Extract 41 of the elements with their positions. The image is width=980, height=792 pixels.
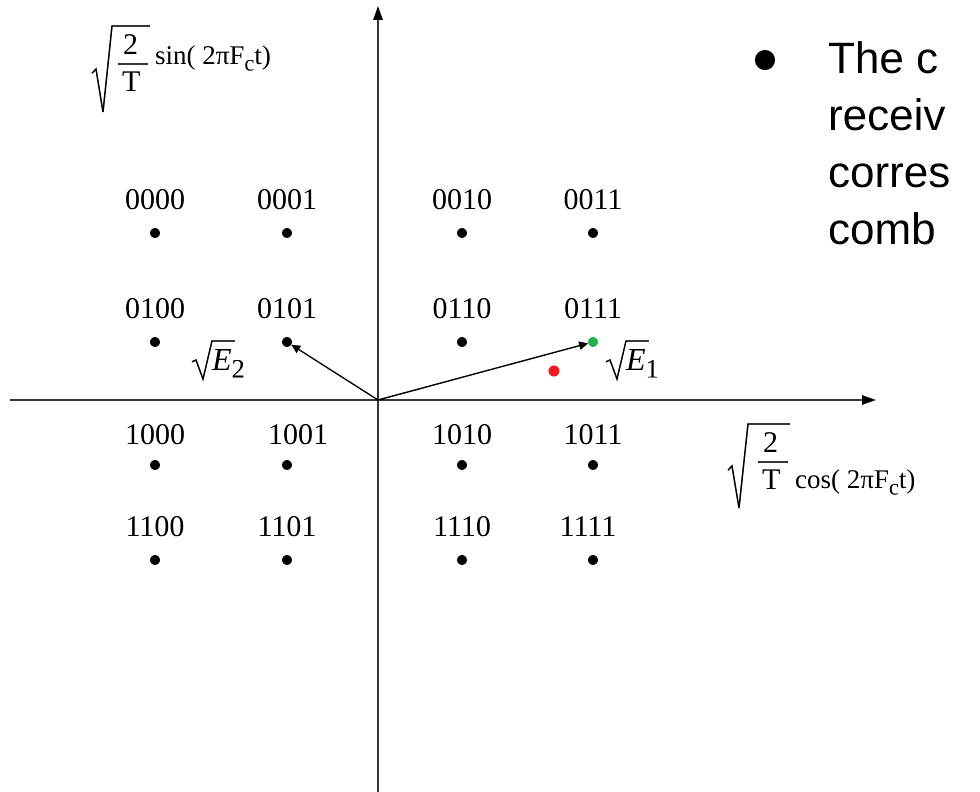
- bit-label: 0001: [257, 185, 317, 215]
- constellation-point: [457, 228, 467, 238]
- axis-label-text: T: [762, 465, 780, 495]
- constellation-point: [150, 460, 160, 470]
- bit-label: 1101: [258, 512, 316, 542]
- bit-label: 1011: [564, 420, 622, 450]
- constellation-point: [457, 337, 467, 347]
- vector-arrow: [378, 341, 588, 401]
- axis-label-text: 2: [123, 30, 138, 60]
- constellation-point: [150, 555, 160, 565]
- bit-label: 0110: [432, 294, 492, 324]
- constellation-point: [588, 555, 598, 565]
- constellation-point: [588, 337, 598, 347]
- constellation-point: [588, 228, 598, 238]
- bit-label: 0000: [125, 185, 185, 215]
- bit-label: 1110: [433, 512, 491, 542]
- bit-label: 0011: [564, 185, 622, 215]
- constellation-point: [282, 228, 292, 238]
- constellation-point: [588, 460, 598, 470]
- constellation-point: [282, 555, 292, 565]
- bit-label: 0101: [257, 294, 317, 324]
- bit-label: 1100: [126, 512, 184, 542]
- axis-label-text: 2: [763, 428, 778, 458]
- bit-label: 1001: [268, 420, 328, 450]
- bit-label: 1010: [432, 420, 492, 450]
- constellation-point: [150, 337, 160, 347]
- bit-label: 0010: [432, 185, 492, 215]
- bit-label: 0111: [564, 294, 622, 324]
- constellation-point: [150, 228, 160, 238]
- bullet-text: The c receiv corres comb: [828, 33, 950, 256]
- bit-label: 1000: [125, 420, 185, 450]
- axis-label-text: cos( 2πF$_{c}$t): [795, 466, 916, 499]
- constellation-point: [457, 460, 467, 470]
- vector-arrow: [291, 344, 378, 401]
- axis-label-text: sin( 2πF$_{c}$t): [155, 42, 271, 75]
- constellation-point: [282, 337, 292, 347]
- constellation-point: [282, 460, 292, 470]
- bit-label: 0100: [125, 294, 185, 324]
- axis-label-text: T: [122, 67, 140, 97]
- bit-label: 1111: [560, 512, 616, 542]
- constellation-point: [457, 555, 467, 565]
